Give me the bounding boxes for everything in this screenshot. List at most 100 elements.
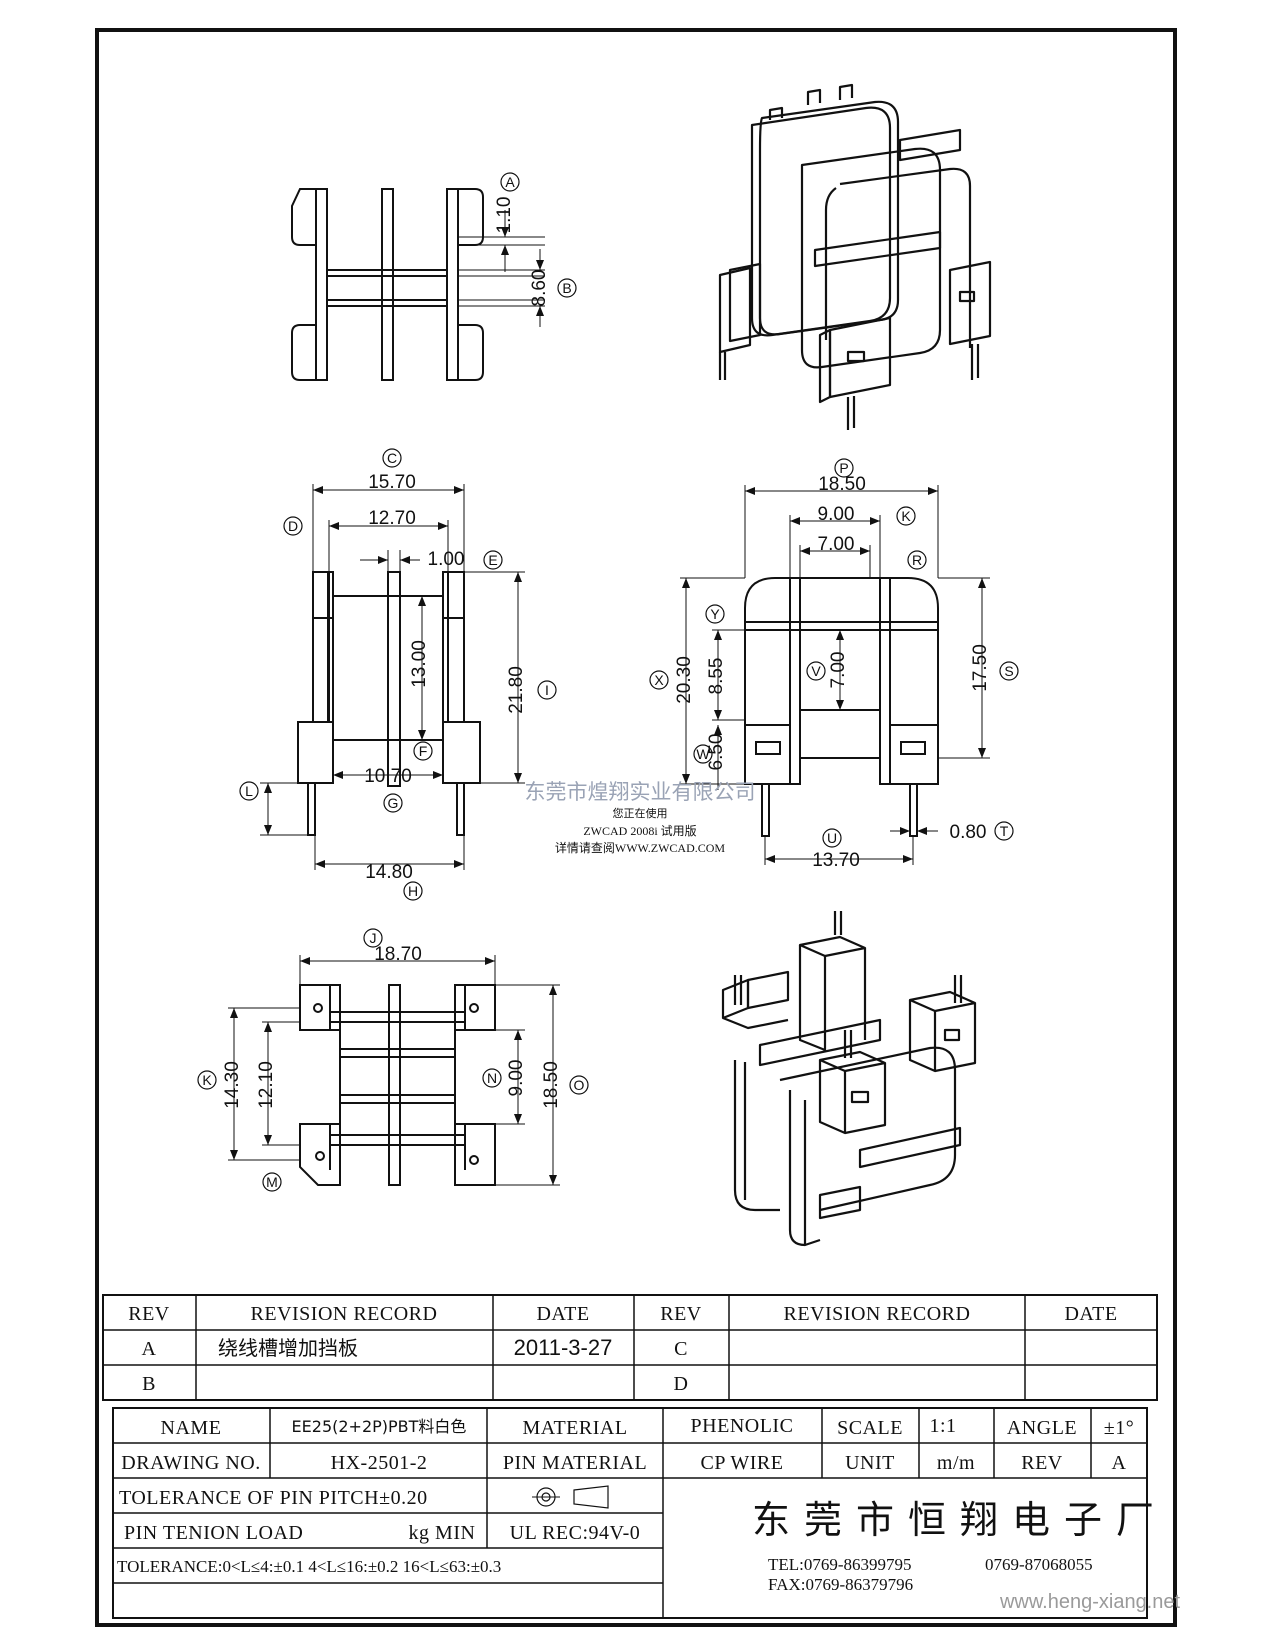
label-x: X — [654, 672, 664, 688]
label-o: O — [574, 1077, 585, 1093]
rev-header-1: REV — [128, 1303, 170, 1325]
scale-label: SCALE — [837, 1417, 903, 1439]
watermark-line3: 详情请查阅WWW.ZWCAD.COM — [555, 840, 726, 855]
label-m: M — [266, 1174, 278, 1190]
label-f: F — [419, 743, 428, 759]
dim-m-value: 12.10 — [256, 1061, 277, 1109]
top-view-dims — [458, 210, 545, 327]
dim-r-value: 7.00 — [818, 534, 855, 555]
dim-v-value: 7.00 — [828, 652, 849, 689]
revision-record-header-2: REVISION RECORD — [784, 1303, 971, 1325]
label-u: U — [827, 830, 837, 846]
rev-b: B — [142, 1373, 156, 1395]
label-l: L — [245, 783, 253, 799]
drawing-no-value: HX-2501-2 — [331, 1452, 428, 1474]
top-flange-left-upper — [291, 188, 317, 246]
top-outer-flange-left — [315, 188, 328, 381]
side-base-right — [442, 721, 481, 784]
label-s: S — [1004, 663, 1013, 679]
rev-c: C — [674, 1338, 688, 1360]
dim-o-value: 18.50 — [541, 1061, 562, 1109]
name-value: EE25(2+2P)PBT料白色 — [292, 1417, 467, 1436]
date-header-2: DATE — [1064, 1303, 1117, 1325]
bottom-view-dims — [228, 955, 560, 1186]
drawing-no-label: DRAWING NO. — [121, 1452, 260, 1474]
dim-j-value: 18.70 — [374, 944, 422, 965]
dim-k-value: 9.00 — [818, 504, 855, 525]
material-value: PHENOLIC — [691, 1415, 794, 1437]
dim-d-value: 12.70 — [368, 508, 416, 529]
label-k-bottom: K — [202, 1072, 212, 1088]
isometric-view-bottom — [721, 911, 977, 1247]
date-header-1: DATE — [536, 1303, 589, 1325]
label-t: T — [1000, 823, 1009, 839]
dim-a-value: 1.10 — [494, 197, 515, 234]
angle-label: ANGLE — [1007, 1417, 1077, 1439]
front-view-dims — [680, 485, 990, 865]
watermark-line2: ZWCAD 2008i 试用版 — [583, 823, 696, 838]
watermark-line1: 您正在使用 — [613, 807, 668, 820]
pin-material-value: CP WIRE — [701, 1452, 784, 1474]
pin-tension-unit: kg MIN — [409, 1522, 476, 1544]
label-i: I — [545, 682, 549, 698]
side-base-left — [297, 721, 334, 784]
dim-n-value: 9.00 — [506, 1060, 527, 1097]
unit-value: m/m — [937, 1452, 975, 1474]
label-n: N — [487, 1070, 497, 1086]
dim-b-value: 8.60 — [529, 270, 550, 307]
side-view — [297, 571, 481, 836]
dim-h-value: 14.80 — [365, 862, 413, 883]
angle-value: ±1° — [1104, 1417, 1134, 1439]
label-j: J — [370, 930, 377, 946]
revision-table — [102, 1294, 1158, 1401]
label-h: H — [408, 883, 418, 899]
label-k-front: K — [901, 508, 911, 524]
rev-a: A — [142, 1338, 157, 1360]
dim-k-bottom-value: 14.30 — [222, 1061, 243, 1109]
top-flange-left-lower — [291, 324, 317, 381]
label-y: Y — [710, 606, 720, 622]
label-a: A — [505, 174, 515, 190]
pin-tension-load: PIN TENION LOAD — [124, 1522, 303, 1544]
unit-label: UNIT — [845, 1452, 895, 1474]
website-watermark: www.heng-xiang.net — [999, 1591, 1181, 1613]
pin-material-label: PIN MATERIAL — [503, 1452, 647, 1474]
dim-t-value: 0.80 — [950, 822, 987, 843]
revision-record-header-1: REVISION RECORD — [251, 1303, 438, 1325]
front-view — [744, 577, 939, 837]
top-middle-flange — [381, 188, 394, 381]
ul-rec: UL REC:94V-0 — [510, 1522, 641, 1544]
dim-s-value: 17.50 — [970, 644, 991, 692]
rev-value: A — [1112, 1452, 1127, 1474]
top-flange-right-lower — [457, 324, 484, 381]
top-outer-flange-right — [446, 188, 459, 381]
top-view — [291, 188, 484, 381]
company-name: 东莞市恒翔电子厂 — [752, 1498, 1168, 1542]
bottom-view — [299, 984, 496, 1186]
company-tel-2: 0769-87068055 — [985, 1555, 1093, 1574]
label-d: D — [288, 518, 298, 534]
dim-y-value: 8.55 — [706, 658, 727, 695]
side-view-dims — [260, 484, 525, 870]
material-label: MATERIAL — [522, 1417, 627, 1439]
label-e: E — [488, 552, 497, 568]
label-c: C — [387, 450, 397, 466]
label-p: P — [839, 460, 848, 476]
dim-i-value: 21.80 — [506, 666, 527, 714]
dim-c-value: 15.70 — [368, 472, 416, 493]
dim-p-value: 18.50 — [818, 474, 866, 495]
tolerance-pin-pitch: TOLERANCE OF PIN PITCH±0.20 — [119, 1487, 428, 1509]
sheet-border — [95, 28, 1177, 1627]
label-g: G — [388, 795, 399, 811]
label-w: W — [696, 746, 710, 762]
dim-f-value: 13.00 — [409, 640, 430, 688]
dim-w-value: 6.50 — [706, 734, 727, 771]
scale-value: 1:1 — [929, 1415, 956, 1437]
dim-u-value: 13.70 — [812, 850, 860, 871]
revision-record-a: 绕线槽增加挡板 — [218, 1336, 358, 1360]
tolerance-ranges: TOLERANCE:0<L≤4:±0.1 4<L≤16:±0.2 16<L≤63… — [117, 1557, 501, 1576]
label-v: V — [811, 663, 821, 679]
dim-e-value: 1.00 — [428, 549, 465, 570]
label-b: B — [562, 280, 571, 296]
